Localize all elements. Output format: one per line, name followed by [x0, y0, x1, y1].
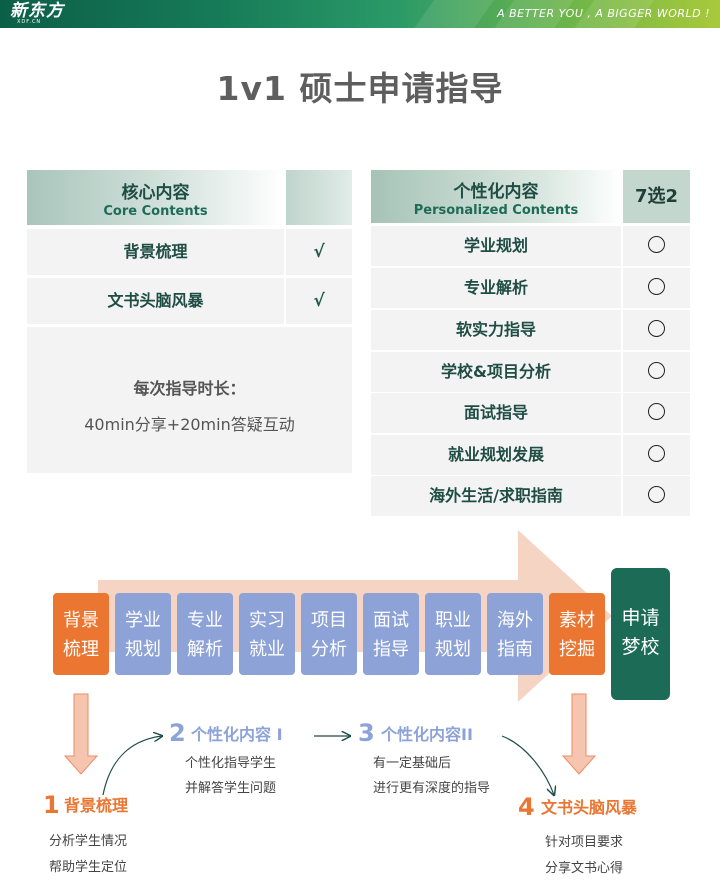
check-mark: √ — [286, 278, 352, 324]
flow-step-academic: 学业规划 — [115, 593, 171, 675]
banner-streak — [391, 0, 509, 28]
core-title-en: Core Contents — [103, 204, 208, 219]
header-banner: 新东方 XDF.CN A BETTER YOU , A BIGGER WORLD… — [0, 0, 720, 28]
option-circle[interactable] — [623, 310, 690, 350]
duration-title: 每次指导时长： — [133, 379, 246, 398]
personalized-row-label: 软实力指导 — [371, 310, 621, 350]
flow-step-background: 背景梳理 — [53, 593, 109, 675]
duration-detail: 40min分享+20min答疑互动 — [84, 415, 295, 434]
phase-title: 个性化内容II — [381, 725, 473, 744]
check-mark: √ — [286, 229, 352, 275]
personalized-row-label: 就业规划发展 — [371, 435, 621, 475]
core-header: 核心内容 Core Contents — [27, 170, 284, 225]
personalized-row-label: 面试指导 — [371, 393, 621, 433]
phase-desc: 分析学生情况 — [49, 834, 128, 849]
phase-number: 2 — [169, 719, 186, 747]
circle-icon — [648, 236, 665, 253]
flow-step-dream-school: 申请梦校 — [611, 568, 670, 700]
phase-desc: 分享文书心得 — [545, 861, 624, 876]
personalized-row-label: 专业解析 — [371, 268, 621, 308]
personalized-title-zh: 个性化内容 — [453, 182, 539, 202]
circle-icon — [648, 403, 665, 420]
core-row-label: 背景梳理 — [27, 229, 284, 275]
core-row-label: 文书头脑风暴 — [27, 278, 284, 324]
curve-arrow-icon — [102, 736, 162, 796]
option-circle[interactable] — [623, 476, 690, 516]
circle-icon — [648, 362, 665, 379]
choose-count: 7选2 — [623, 170, 690, 223]
circle-icon — [648, 445, 665, 462]
flow-step-major: 专业解析 — [177, 593, 233, 675]
phase-desc: 帮助学生定位 — [49, 860, 128, 875]
flow-step-interview: 面试指导 — [363, 593, 419, 675]
page-title: 1v1 硕士申请指导 — [216, 69, 504, 108]
phase-title: 背景梳理 — [64, 796, 129, 815]
option-circle[interactable] — [623, 226, 690, 266]
circle-icon — [648, 278, 665, 295]
flow-step-internship: 实习就业 — [239, 593, 295, 675]
phase-desc: 并解答学生问题 — [185, 781, 277, 796]
core-title-zh: 核心内容 — [121, 183, 190, 203]
phase-desc: 针对项目要求 — [545, 835, 624, 850]
session-duration-note: 每次指导时长： 40min分享+20min答疑互动 — [27, 327, 352, 473]
personalized-row-label: 海外生活/求职指南 — [371, 476, 621, 516]
phase-number: 1 — [43, 791, 60, 819]
flow-step-material: 素材挖掘 — [549, 593, 605, 675]
phase-desc: 个性化指导学生 — [185, 756, 277, 771]
option-circle[interactable] — [623, 352, 690, 392]
circle-icon — [648, 486, 665, 503]
logo[interactable]: 新东方 — [10, 1, 64, 21]
personalized-row-label: 学业规划 — [371, 226, 621, 266]
flow-step-overseas: 海外指南 — [487, 593, 543, 675]
personalized-title-en: Personalized Contents — [413, 203, 579, 218]
personalized-row-label: 学校&项目分析 — [371, 352, 621, 392]
slogan: A BETTER YOU , A BIGGER WORLD ! — [497, 7, 710, 20]
phase-desc: 进行更有深度的指导 — [373, 781, 491, 796]
option-circle[interactable] — [623, 268, 690, 308]
process-flow: 背景梳理 学业规划 专业解析 实习就业 项目分析 面试指导 职业规划 海外指南 … — [0, 528, 720, 728]
flow-step-program: 项目分析 — [301, 593, 357, 675]
personalized-header: 个性化内容 Personalized Contents — [371, 170, 621, 223]
curve-arrow-icon — [501, 735, 554, 795]
core-header-right — [286, 170, 352, 225]
logo-sub: XDF.CN — [17, 19, 42, 25]
option-circle[interactable] — [623, 435, 690, 475]
phase-number: 4 — [518, 793, 535, 821]
phase-title: 个性化内容 I — [191, 725, 283, 744]
phase-number: 3 — [358, 719, 375, 747]
circle-icon — [648, 320, 665, 337]
phase-title: 文书头脑风暴 — [541, 798, 638, 817]
phase-desc: 有一定基础后 — [373, 756, 452, 771]
option-circle[interactable] — [623, 393, 690, 433]
flow-step-career: 职业规划 — [425, 593, 481, 675]
